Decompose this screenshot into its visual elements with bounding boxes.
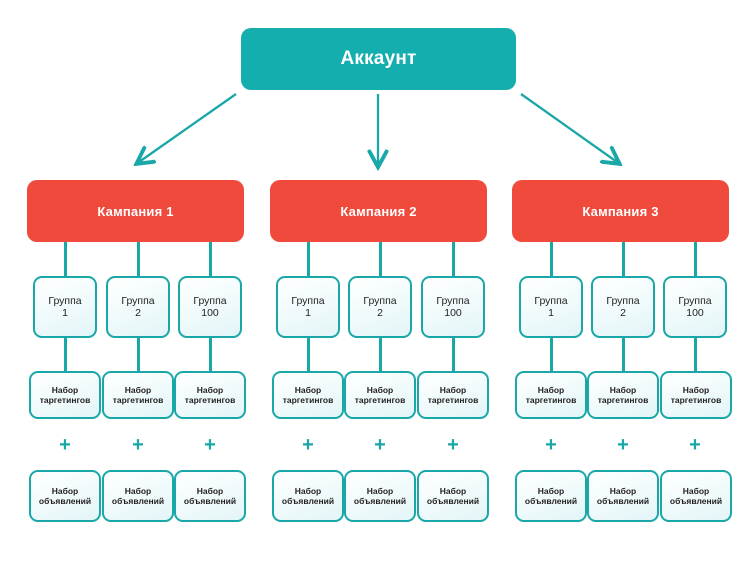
node-group-c3-g2[interactable]: Группа 2 (591, 276, 655, 338)
plus-icon-c1-g3: + (204, 434, 216, 456)
node-ads-c2-g1-label: Набор объявлений (281, 485, 335, 506)
node-group-c2-g3-label: Группа 100 (436, 294, 470, 319)
node-targeting-c2-g2[interactable]: Набор таргетингов (344, 371, 416, 419)
plus-icon-c3-g1: + (545, 434, 557, 456)
node-targeting-c1-g2-label: Набор таргетингов (112, 384, 164, 405)
node-group-c1-g2-label: Группа 2 (121, 294, 155, 319)
node-group-c1-g1[interactable]: Группа 1 (33, 276, 97, 338)
node-ads-c3-g3-label: Набор объявлений (669, 485, 723, 506)
plus-icon-c3-g2: + (617, 434, 629, 456)
node-ads-c3-g3[interactable]: Набор объявлений (660, 470, 732, 522)
node-targeting-c1-g2[interactable]: Набор таргетингов (102, 371, 174, 419)
plus-icon-c3-g3: + (689, 434, 701, 456)
connector-campaign-2-group-3 (452, 242, 455, 276)
node-ads-c2-g1[interactable]: Набор объявлений (272, 470, 344, 522)
arrow-account-to-campaign-3 (520, 93, 617, 162)
connector-group-c3-g1-targeting (550, 338, 553, 371)
node-campaign-1[interactable]: Кампания 1 (27, 180, 244, 242)
node-campaign-2[interactable]: Кампания 2 (270, 180, 487, 242)
node-targeting-c2-g1[interactable]: Набор таргетингов (272, 371, 344, 419)
node-group-c1-g2[interactable]: Группа 2 (106, 276, 170, 338)
connector-campaign-3-group-3 (694, 242, 697, 276)
node-group-c3-g3[interactable]: Группа 100 (663, 276, 727, 338)
node-group-c3-g1[interactable]: Группа 1 (519, 276, 583, 338)
connector-campaign-1-group-2 (137, 242, 140, 276)
connector-campaign-2-group-1 (307, 242, 310, 276)
connector-campaign-1-group-3 (209, 242, 212, 276)
node-group-c3-g2-label: Группа 2 (606, 294, 640, 319)
node-group-c1-g3-label: Группа 100 (193, 294, 227, 319)
node-targeting-c2-g2-label: Набор таргетингов (354, 384, 406, 405)
node-targeting-c3-g3[interactable]: Набор таргетингов (660, 371, 732, 419)
node-ads-c1-g2-label: Набор объявлений (111, 485, 165, 506)
node-targeting-c1-g1-label: Набор таргетингов (39, 384, 91, 405)
node-group-c1-g3[interactable]: Группа 100 (178, 276, 242, 338)
connector-group-c2-g2-targeting (379, 338, 382, 371)
node-ads-c1-g3-label: Набор объявлений (183, 485, 237, 506)
connector-group-c2-g1-targeting (307, 338, 310, 371)
node-group-c2-g2[interactable]: Группа 2 (348, 276, 412, 338)
node-targeting-c1-g3[interactable]: Набор таргетингов (174, 371, 246, 419)
node-ads-c3-g1-label: Набор объявлений (524, 485, 578, 506)
plus-icon-c1-g2: + (132, 434, 144, 456)
node-ads-c1-g2[interactable]: Набор объявлений (102, 470, 174, 522)
node-group-c3-g3-label: Группа 100 (678, 294, 712, 319)
plus-icon-c2-g3: + (447, 434, 459, 456)
connector-group-c1-g3-targeting (209, 338, 212, 371)
connector-group-c3-g3-targeting (694, 338, 697, 371)
node-ads-c1-g1[interactable]: Набор объявлений (29, 470, 101, 522)
node-group-c2-g2-label: Группа 2 (363, 294, 397, 319)
plus-icon-c1-g1: + (59, 434, 71, 456)
node-account[interactable]: Аккаунт (241, 28, 516, 90)
node-targeting-c3-g1-label: Набор таргетингов (525, 384, 577, 405)
node-group-c2-g1[interactable]: Группа 1 (276, 276, 340, 338)
node-targeting-c1-g3-label: Набор таргетингов (184, 384, 236, 405)
node-targeting-c3-g2-label: Набор таргетингов (597, 384, 649, 405)
connector-campaign-2-group-2 (379, 242, 382, 276)
node-campaign-1-label: Кампания 1 (97, 203, 174, 219)
node-campaign-3-label: Кампания 3 (582, 203, 659, 219)
node-ads-c2-g3[interactable]: Набор объявлений (417, 470, 489, 522)
node-ads-c3-g2[interactable]: Набор объявлений (587, 470, 659, 522)
node-ads-c2-g2-label: Набор объявлений (353, 485, 407, 506)
node-targeting-c1-g1[interactable]: Набор таргетингов (29, 371, 101, 419)
node-account-label: Аккаунт (340, 48, 417, 69)
connector-campaign-1-group-1 (64, 242, 67, 276)
connector-group-c1-g1-targeting (64, 338, 67, 371)
node-campaign-2-label: Кампания 2 (340, 203, 417, 219)
arrow-account-to-campaign-1 (139, 93, 237, 162)
node-targeting-c2-g1-label: Набор таргетингов (282, 384, 334, 405)
node-ads-c1-g1-label: Набор объявлений (38, 485, 92, 506)
plus-icon-c2-g2: + (374, 434, 386, 456)
node-group-c2-g3[interactable]: Группа 100 (421, 276, 485, 338)
node-targeting-c2-g3[interactable]: Набор таргетингов (417, 371, 489, 419)
node-group-c1-g1-label: Группа 1 (48, 294, 82, 319)
connector-group-c2-g3-targeting (452, 338, 455, 371)
node-group-c3-g1-label: Группа 1 (534, 294, 568, 319)
node-ads-c3-g2-label: Набор объявлений (596, 485, 650, 506)
connector-group-c1-g2-targeting (137, 338, 140, 371)
node-campaign-3[interactable]: Кампания 3 (512, 180, 729, 242)
node-targeting-c3-g3-label: Набор таргетингов (670, 384, 722, 405)
connector-campaign-3-group-2 (622, 242, 625, 276)
node-ads-c1-g3[interactable]: Набор объявлений (174, 470, 246, 522)
node-targeting-c3-g1[interactable]: Набор таргетингов (515, 371, 587, 419)
node-targeting-c3-g2[interactable]: Набор таргетингов (587, 371, 659, 419)
node-targeting-c2-g3-label: Набор таргетингов (427, 384, 479, 405)
node-group-c2-g1-label: Группа 1 (291, 294, 325, 319)
connector-campaign-3-group-1 (550, 242, 553, 276)
connector-group-c3-g2-targeting (622, 338, 625, 371)
plus-icon-c2-g1: + (302, 434, 314, 456)
node-ads-c2-g3-label: Набор объявлений (426, 485, 480, 506)
node-ads-c2-g2[interactable]: Набор объявлений (344, 470, 416, 522)
node-ads-c3-g1[interactable]: Набор объявлений (515, 470, 587, 522)
